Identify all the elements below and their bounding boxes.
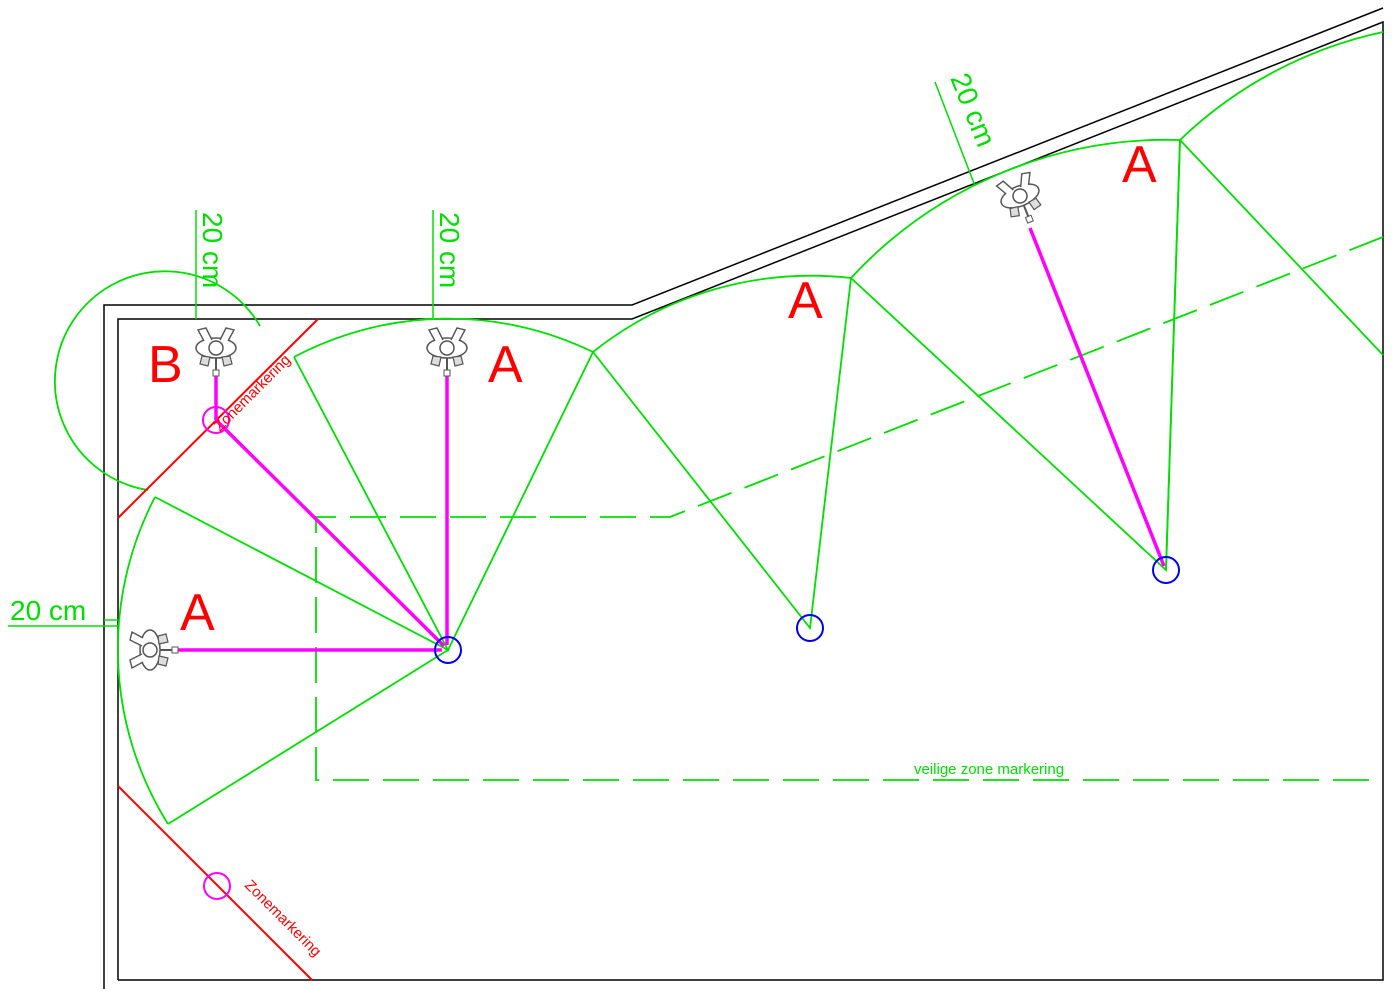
coverage-far-edges bbox=[1179, 139, 1384, 356]
marker-b-circle bbox=[202, 406, 230, 434]
person-topview-icon-left bbox=[129, 629, 179, 671]
coverage-left-arc bbox=[116, 496, 169, 825]
zone-label-a-top: A bbox=[488, 336, 523, 394]
outer-wall bbox=[103, 7, 1384, 989]
zone-marking-line-top bbox=[117, 318, 319, 519]
person-paths bbox=[176, 227, 1166, 652]
dimension-label-right: 20 cm bbox=[944, 69, 1001, 151]
dimension-arrow-icon-right bbox=[934, 81, 976, 187]
path-b-diagonal bbox=[214, 418, 446, 648]
coverage-top-arc bbox=[293, 317, 594, 358]
zone-label-b: B bbox=[148, 336, 183, 394]
magenta-markers bbox=[202, 406, 231, 900]
safe-zone-label: veilige zone markering bbox=[914, 761, 1064, 778]
dimension-label-b: 20 cm bbox=[197, 212, 228, 288]
zone-markings bbox=[117, 318, 319, 981]
coverage-left-edges bbox=[154, 496, 450, 825]
path-right bbox=[1028, 227, 1166, 567]
coverage-areas bbox=[54, 31, 1384, 825]
coverage-b-arc bbox=[54, 270, 261, 491]
person-topview-icon-right bbox=[992, 168, 1051, 231]
marker-bottom-circle bbox=[203, 872, 231, 900]
coverage-far-arc bbox=[1179, 31, 1384, 141]
coverage-right-arc bbox=[850, 138, 1181, 279]
person-topview-icon-b bbox=[195, 327, 237, 377]
coverage-top-edges bbox=[293, 351, 594, 652]
zone-marking-label-bottom: Zonemarkering bbox=[241, 877, 324, 960]
pivot-icon-3 bbox=[1152, 556, 1180, 584]
dimension-label-top: 20 cm bbox=[434, 212, 465, 288]
person-topview-icon-top bbox=[426, 327, 468, 377]
coverage-mid-edges bbox=[592, 277, 852, 631]
pivot-icon-1 bbox=[434, 636, 462, 664]
zone-label-a-left: A bbox=[180, 584, 215, 642]
pivot-icon-2 bbox=[796, 614, 824, 642]
coverage-far-edge-b bbox=[1165, 139, 1181, 571]
zone-marking-line-bottom bbox=[117, 785, 313, 981]
pivots bbox=[434, 556, 1180, 664]
zone-label-a-right: A bbox=[1122, 136, 1157, 194]
dimension-label-left: 20 cm bbox=[10, 595, 86, 626]
coverage-mid-arc bbox=[592, 274, 852, 353]
dimension-markers bbox=[8, 81, 976, 627]
zone-label-a-mid: A bbox=[788, 272, 823, 330]
inner-wall bbox=[117, 20, 1384, 981]
